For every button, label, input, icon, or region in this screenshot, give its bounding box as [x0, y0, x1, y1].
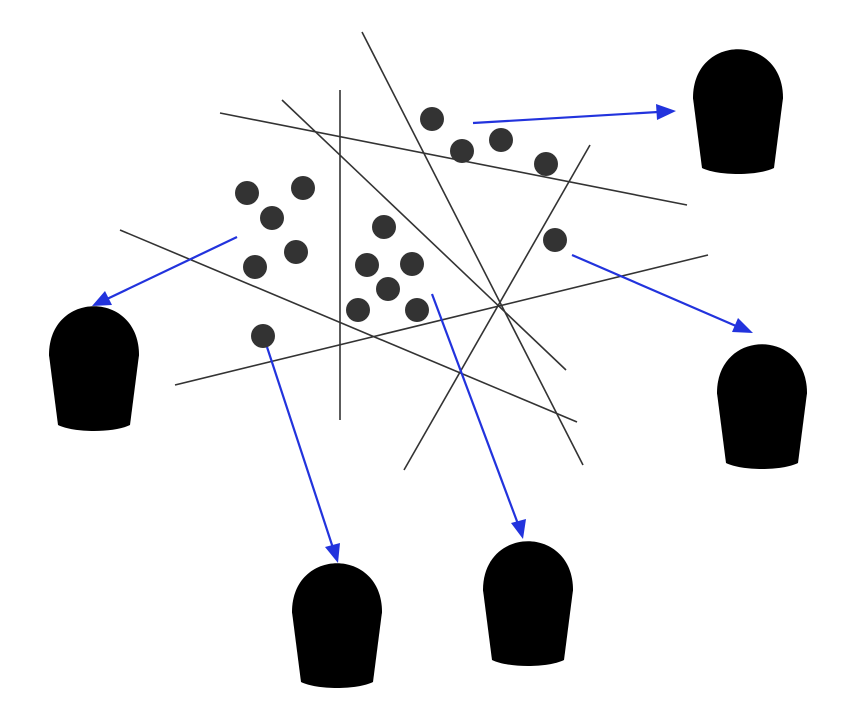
partition-line — [403, 144, 591, 471]
partition-line — [281, 99, 567, 371]
data-point — [489, 128, 513, 152]
data-point — [534, 152, 558, 176]
arrow-to-bucket-bottom-left — [265, 346, 340, 563]
bucket-icon — [49, 306, 139, 431]
data-point — [235, 181, 259, 205]
data-point — [376, 277, 400, 301]
bucket-icon — [483, 541, 573, 666]
bucket-icon — [292, 563, 382, 688]
data-point — [251, 324, 275, 348]
bucket-icon — [717, 344, 807, 469]
data-point — [291, 176, 315, 200]
data-point — [405, 298, 429, 322]
arrows — [92, 104, 753, 563]
data-point — [372, 215, 396, 239]
arrow-to-bucket-top-right — [472, 104, 676, 125]
data-point — [243, 255, 267, 279]
data-point — [260, 206, 284, 230]
data-points — [235, 107, 567, 348]
data-point — [346, 298, 370, 322]
data-point — [284, 240, 308, 264]
data-point — [400, 252, 424, 276]
bucket-icon — [693, 49, 783, 174]
arrow-to-bucket-bottom-center — [430, 293, 526, 539]
arrow-to-bucket-right — [571, 253, 753, 333]
data-point — [450, 139, 474, 163]
buckets — [49, 49, 807, 688]
partition-line — [361, 31, 584, 466]
data-point — [355, 253, 379, 277]
partition-line — [119, 229, 578, 423]
data-point — [420, 107, 444, 131]
arrow-to-bucket-left — [92, 236, 238, 306]
data-point — [543, 228, 567, 252]
